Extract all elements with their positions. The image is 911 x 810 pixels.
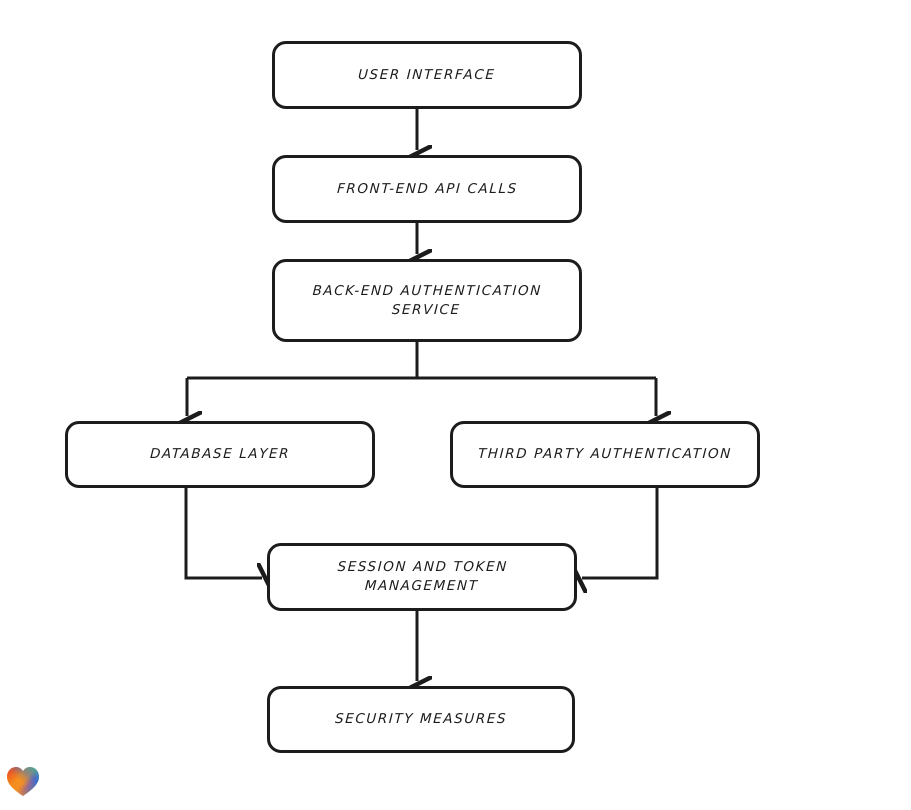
edge-third-party-auth-to-session-token [582, 488, 659, 578]
node-frontend-api-calls-label: Front-End API Calls [336, 180, 518, 197]
node-database-layer-label: Database Layer [149, 446, 291, 462]
node-backend-authentication-service-label: Back-End Authentication Service [312, 282, 543, 318]
node-session-and-token-management[interactable]: Session and Token Management [267, 543, 577, 611]
node-backend-authentication-service[interactable]: Back-End Authentication Service [272, 259, 582, 342]
node-user-interface[interactable]: User Interface [272, 41, 582, 109]
node-security-measures-label: Security Measures [334, 711, 508, 727]
node-user-interface-label: User Interface [357, 66, 497, 83]
node-frontend-api-calls[interactable]: Front-End API Calls [272, 155, 582, 223]
node-session-and-token-management-label: Session and Token Management [336, 559, 509, 594]
node-security-measures[interactable]: Security Measures [267, 686, 575, 753]
node-database-layer[interactable]: Database Layer [65, 421, 375, 488]
node-third-party-authentication[interactable]: Third Party Authentication [450, 421, 760, 488]
edge-database-layer-to-session-token [184, 488, 262, 578]
node-third-party-authentication-label: Third Party Authentication [477, 446, 733, 462]
heart-icon [7, 767, 39, 796]
